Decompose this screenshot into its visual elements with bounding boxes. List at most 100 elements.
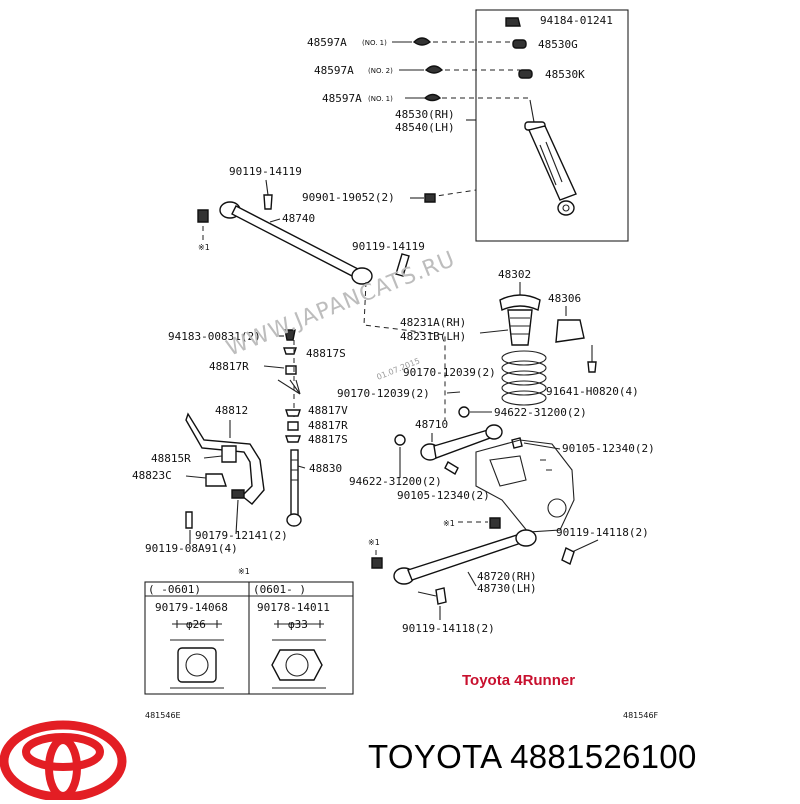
note-mark-rod: ※1	[198, 243, 210, 252]
label-no2: (NO. 2)	[368, 67, 393, 75]
upper-control-arm	[433, 429, 491, 459]
label-90119-14118-bottom: 90119-14118(2)	[402, 622, 495, 635]
label-90170-12039-a: 90170-12039(2)	[403, 366, 496, 379]
spring-insulator-48302	[499, 294, 541, 311]
table-col2-part: 90178-14011	[257, 601, 330, 614]
shock-detail-box	[475, 9, 629, 242]
bolt-90119-14118-bottom	[435, 587, 447, 605]
nut-mark-1	[197, 209, 209, 223]
label-48817v: 48817V	[308, 404, 348, 417]
nut-mark-lower-left	[371, 557, 383, 569]
bolt-90119-08a91	[185, 511, 193, 529]
bolt-90105-bottom	[444, 461, 459, 475]
bushing-table: ※1 ( -0601) (0601- ) 90179-14068 90178-1…	[144, 567, 354, 695]
part-number-caption: TOYOTA 4881526100	[368, 738, 697, 775]
label-48730-lh: 48730(LH)	[477, 582, 537, 595]
bump-stopper-48306	[555, 319, 585, 343]
label-48540-lh: 48540(LH)	[395, 121, 455, 134]
label-48231a-rh: 48231A(RH)	[400, 316, 466, 329]
bushing-48530k	[518, 69, 533, 79]
label-no1-top: (NO. 1)	[362, 39, 387, 47]
nut-mark-lower	[489, 517, 501, 529]
label-48306: 48306	[548, 292, 581, 305]
shock-absorber-group: 94184-01241 48530G 48530K 48530(RH) 4854…	[395, 9, 629, 242]
label-48720-rh: 48720(RH)	[477, 570, 537, 583]
lateral-rod-group: 90119-14119 90901-19052(2) 48740 ※1 9011…	[197, 165, 446, 420]
label-48597a-no1-top: 48597A	[307, 36, 347, 49]
label-91641-h0820: 91641-H0820(4)	[546, 385, 639, 398]
label-90105-12340-top: 90105-12340(2)	[562, 442, 655, 455]
bolt-90119-14119-top	[263, 194, 273, 210]
stabilizer-group: 94183-00831(2) 48817S 48817R 48812 48817…	[132, 329, 348, 555]
bushing-90178-14011	[271, 649, 323, 681]
label-48817s-top: 48817S	[306, 347, 346, 360]
label-90179-12141: 90179-12141(2)	[195, 529, 288, 542]
label-94184-01241: 94184-01241	[540, 14, 613, 27]
label-48302: 48302	[498, 268, 531, 281]
nut-90901	[424, 193, 436, 203]
washer-group-48597a: 48597A (NO. 1) 48597A (NO. 2) 48597A (NO…	[307, 36, 444, 105]
upper-arm-group: 48710 90105-12340(2) 94622-31200(2) 9010…	[349, 418, 655, 533]
label-90119-14119-top: 90119-14119	[229, 165, 302, 178]
retainer-48817v	[285, 409, 301, 417]
washer-94622-top	[458, 406, 470, 418]
label-48817s-bottom: 48817S	[308, 433, 348, 446]
bushing-90179-14068	[177, 647, 217, 683]
label-90119-14118-top: 90119-14118(2)	[556, 526, 649, 539]
washer-94622-bottom	[394, 434, 406, 446]
bushing-48530g	[512, 39, 527, 49]
cushion-48817r-bottom	[287, 421, 299, 431]
label-48530-rh: 48530(RH)	[395, 108, 455, 121]
washer-no1-bottom	[423, 93, 442, 102]
label-90170-12039-b: 90170-12039(2)	[337, 387, 430, 400]
table-col2-diameter: φ33	[288, 618, 308, 631]
label-48710: 48710	[415, 418, 448, 431]
label-48597a-no1-bottom: 48597A	[322, 92, 362, 105]
note-mark-lower: ※1	[443, 519, 455, 528]
label-48815r: 48815R	[151, 452, 191, 465]
bump-stop-48231	[507, 309, 533, 346]
nut-94183	[284, 329, 296, 341]
label-48817r-bottom: 48817R	[308, 419, 348, 432]
bolt-90119-14118-top	[561, 547, 575, 565]
label-48823c: 48823C	[132, 469, 172, 482]
table-col2-header: (0601- )	[253, 583, 306, 596]
label-90105-12340-bottom: 90105-12340(2)	[397, 489, 490, 502]
washer-no1-top	[412, 37, 432, 46]
toyota-logo	[0, 720, 127, 802]
bracket-48823c	[205, 473, 227, 487]
vehicle-model-label: Toyota 4Runner	[462, 672, 576, 689]
label-48830: 48830	[309, 462, 342, 475]
label-48597a-no2: 48597A	[314, 64, 354, 77]
table-col1-header: ( -0601)	[148, 583, 201, 596]
washer-no2	[424, 65, 444, 74]
bolt-90105-top	[511, 437, 523, 449]
table-note-mark: ※1	[238, 567, 250, 576]
axle-bracket	[475, 439, 575, 533]
label-48530k: 48530K	[545, 68, 585, 81]
label-48740: 48740	[282, 212, 315, 225]
table-col1-diameter: φ26	[186, 618, 206, 631]
coil-spring	[501, 350, 547, 406]
label-90119-08a91: 90119-08A91(4)	[145, 542, 238, 555]
retainer-48817s-bottom	[285, 435, 301, 443]
label-94622-31200-top: 94622-31200(2)	[494, 406, 587, 419]
label-90901-19052: 90901-19052(2)	[302, 191, 395, 204]
bolt-90119-14119-bottom	[395, 253, 410, 277]
bolt-91641	[587, 361, 597, 373]
diagram-code-right: 481546F	[623, 711, 659, 720]
table-col1-part: 90179-14068	[155, 601, 228, 614]
label-90119-14119-bottom: 90119-14119	[352, 240, 425, 253]
diagram-code-left: 481546E	[145, 711, 181, 720]
shock-absorber	[528, 125, 577, 201]
label-94183-00831: 94183-00831(2)	[168, 330, 261, 343]
label-no1-bottom: (NO. 1)	[368, 95, 393, 103]
bushing-94184	[505, 17, 521, 27]
note-mark-lower-left: ※1	[368, 538, 380, 547]
lower-arm-group: ※1 90119-14118(2) ※1 48720(RH) 48730(LH)…	[368, 517, 649, 635]
spring-group: 48302 48306 48231A(RH) 48231B(LH) 90170-…	[337, 268, 639, 419]
bushing-48815r	[221, 445, 237, 463]
label-48231b-lh: 48231B(LH)	[400, 330, 466, 343]
